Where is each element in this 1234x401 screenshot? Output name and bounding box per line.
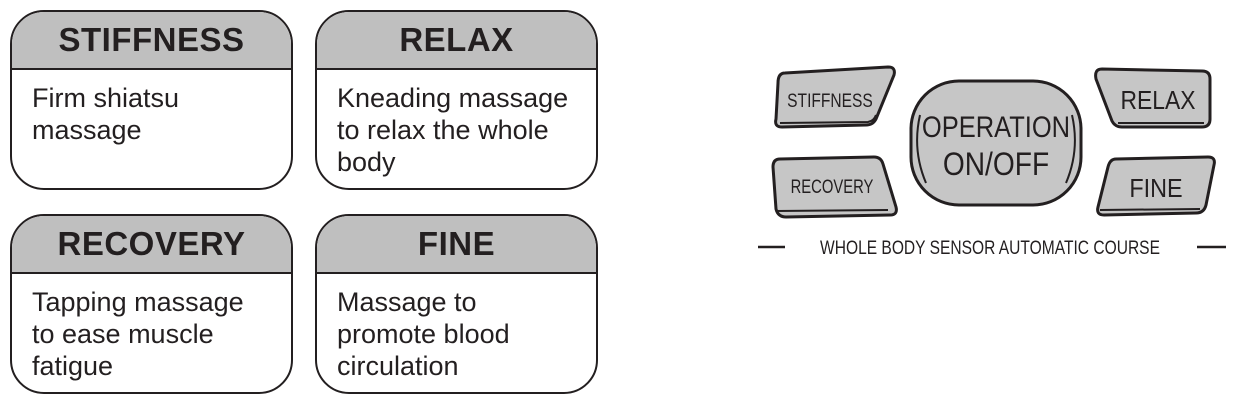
card-title: STIFFNESS bbox=[12, 12, 291, 70]
card-description-line: massage bbox=[32, 115, 142, 145]
card-description-line: promote blood bbox=[337, 319, 510, 349]
card-description-line: Kneading massage bbox=[337, 83, 569, 113]
card-title: RELAX bbox=[317, 12, 596, 70]
course-card-fine: FINE Massage to promote blood circulatio… bbox=[315, 214, 598, 394]
operation-button-label-line1: OPERATION bbox=[922, 110, 1070, 143]
course-card-relax: RELAX Kneading massage to relax the whol… bbox=[315, 10, 598, 190]
course-card-stiffness: STIFFNESS Firm shiatsu massage bbox=[10, 10, 293, 190]
operation-on-off-button[interactable]: OPERATION ON/OFF bbox=[909, 79, 1083, 207]
card-title: RECOVERY bbox=[12, 216, 291, 274]
card-description-line: circulation bbox=[337, 351, 459, 381]
recovery-button[interactable]: RECOVERY bbox=[771, 155, 898, 219]
card-description-line: Tapping massage bbox=[32, 287, 244, 317]
whole-body-sensor-caption: WHOLE BODY SENSOR AUTOMATIC COURSE bbox=[820, 237, 1160, 259]
control-panel: STIFFNESS RECOVERY OPERATION ON/OFF RELA… bbox=[758, 65, 1226, 259]
card-description-line: to ease muscle bbox=[32, 319, 214, 349]
card-title: FINE bbox=[317, 216, 596, 274]
relax-button-label: RELAX bbox=[1121, 87, 1196, 116]
card-description-line: Firm shiatsu bbox=[32, 83, 180, 113]
stiffness-button[interactable]: STIFFNESS bbox=[774, 65, 896, 129]
card-description: Firm shiatsu massage bbox=[12, 70, 291, 146]
relax-button[interactable]: RELAX bbox=[1094, 67, 1212, 129]
course-card-recovery: RECOVERY Tapping massage to ease muscle … bbox=[10, 214, 293, 394]
fine-button[interactable]: FINE bbox=[1096, 155, 1216, 217]
operation-button-label-line2: ON/OFF bbox=[943, 147, 1049, 182]
fine-button-label: FINE bbox=[1129, 175, 1182, 203]
card-description-line: to relax the whole bbox=[337, 115, 549, 145]
card-description: Tapping massage to ease muscle fatigue bbox=[12, 274, 291, 382]
recovery-button-label: RECOVERY bbox=[791, 176, 874, 197]
card-description-line: Massage to bbox=[337, 287, 477, 317]
card-description-line: fatigue bbox=[32, 351, 114, 381]
card-description-line: body bbox=[337, 147, 396, 177]
stiffness-button-label: STIFFNESS bbox=[787, 90, 873, 112]
card-description: Kneading massage to relax the whole body bbox=[317, 70, 596, 178]
card-description: Massage to promote blood circulation bbox=[317, 274, 596, 382]
